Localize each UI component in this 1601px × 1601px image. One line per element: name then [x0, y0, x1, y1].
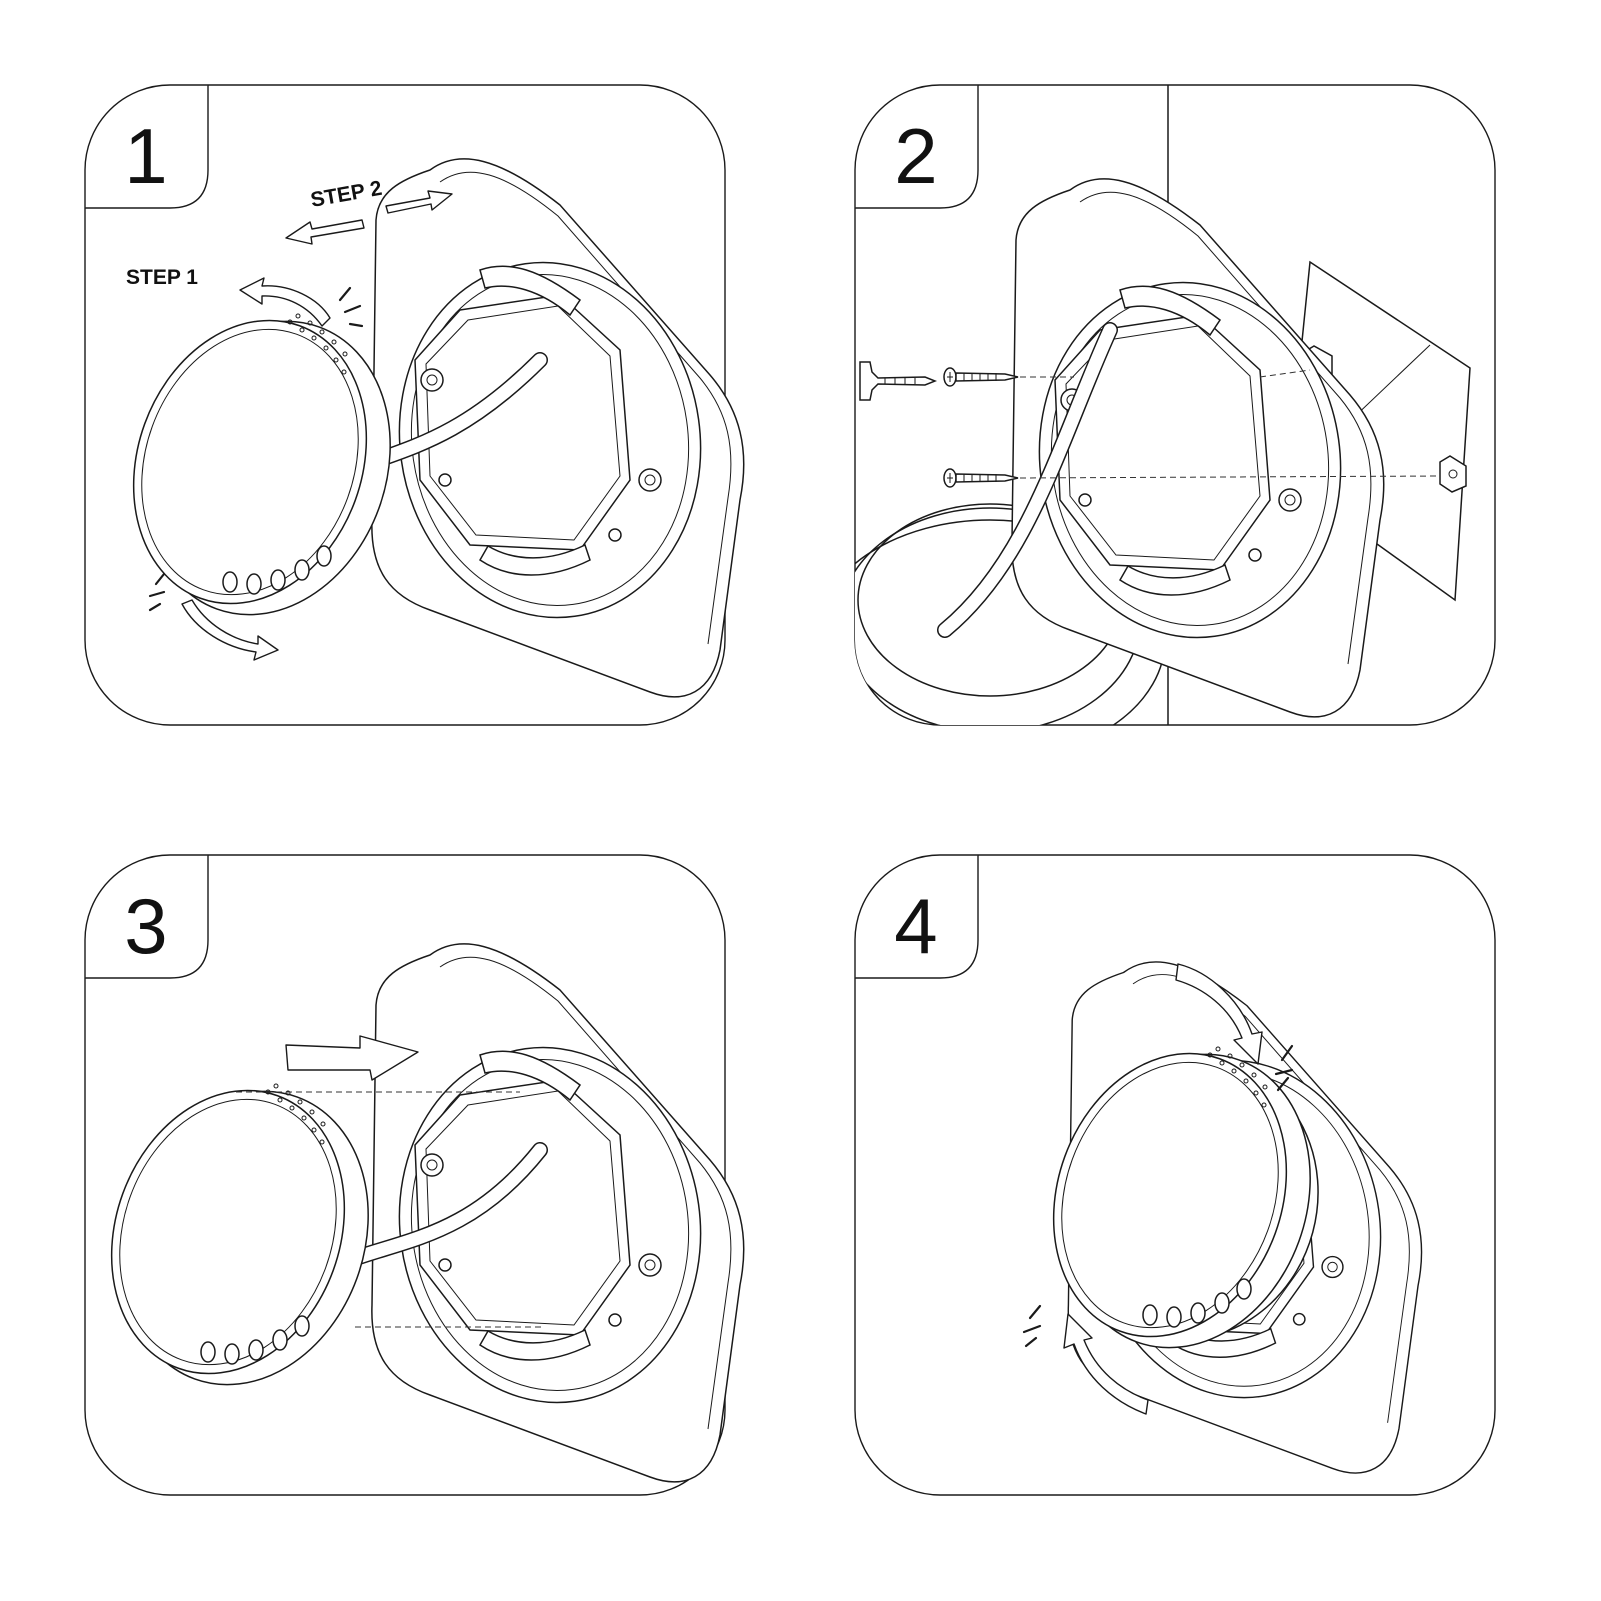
rotate-arrow-top — [1175, 963, 1263, 1065]
alignment-line — [1259, 369, 1311, 378]
thermostat — [1014, 1018, 1351, 1384]
panel-4: 4 — [854, 854, 1496, 1496]
panel-3: 3 — [72, 854, 745, 1496]
panel-2: 2 — [854, 84, 1496, 726]
step-number-tab — [85, 855, 209, 979]
slide-arrow-left — [285, 219, 365, 245]
push-arrow — [285, 1035, 419, 1081]
rotate-arrow-bottom — [1063, 1313, 1149, 1415]
step-number: 2 — [894, 112, 937, 200]
step-1-label: STEP 1 — [126, 266, 198, 289]
click-marks-bottom — [1022, 1304, 1042, 1348]
click-marks-top — [338, 286, 364, 328]
click-marks-bottom — [148, 572, 166, 612]
step-number-tab — [855, 85, 979, 209]
step-number: 3 — [124, 882, 167, 970]
slide-arrow-right — [385, 190, 453, 214]
rotate-arrow-up — [239, 277, 331, 327]
click-marks-top — [1274, 1044, 1294, 1092]
step-number-tab — [85, 85, 209, 209]
panel-1: 1 STEP 1 STEP 2 — [84, 84, 745, 726]
step-number-tab — [855, 855, 979, 979]
step-number: 4 — [894, 882, 937, 970]
rotate-arrow-down — [181, 599, 279, 661]
wall-anchor — [859, 361, 938, 401]
step-number: 1 — [124, 112, 167, 200]
alignment-line — [1019, 475, 1441, 479]
